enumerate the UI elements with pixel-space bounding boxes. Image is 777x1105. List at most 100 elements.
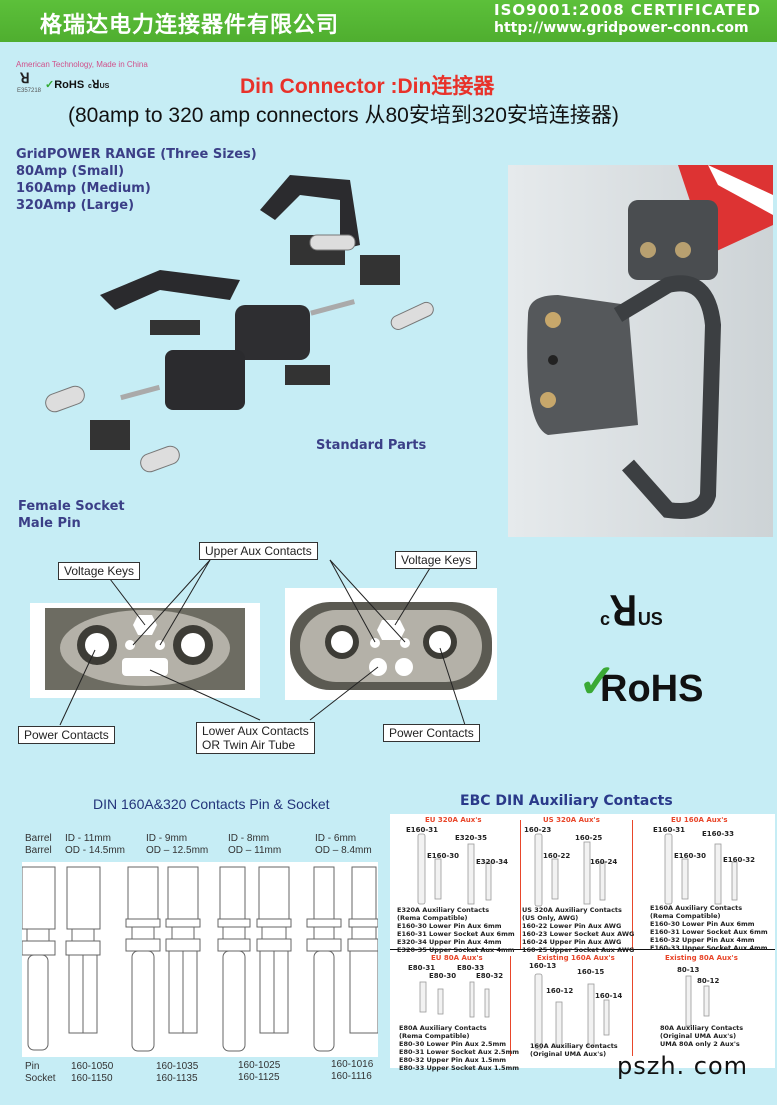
desc-line: 160-24 Upper Pin Aux AWG (522, 938, 622, 946)
aux-group-heading: EU 320A Aux's (425, 816, 482, 824)
divider (390, 949, 775, 950)
desc-line: UMA 80A only 2 Aux's (660, 1040, 740, 1048)
desc-line: E160-30 Lower Pin Aux 6mm (397, 922, 502, 930)
ebc-panel (390, 814, 775, 1068)
desc-line: E80-32 Upper Pin Aux 1.5mm (399, 1056, 507, 1064)
range-size: 160Amp (Medium) (16, 181, 151, 196)
us-text: US (637, 609, 663, 629)
part-number: E160-31 (653, 826, 686, 834)
barrel-label: Barrel (25, 833, 52, 844)
socket-label: Socket (25, 1073, 56, 1084)
watermark: pszh. com (617, 1052, 749, 1080)
desc-line: (Rema Compatible) (397, 914, 468, 922)
desc-line: E160-32 Upper Pin Aux 4mm (650, 936, 755, 944)
part-number: E80-30 (429, 972, 457, 980)
part-number: E160-30 (427, 852, 460, 860)
aux-group-heading: EU 160A Aux's (671, 816, 728, 824)
cus-small-logo: cꓤUS (88, 79, 110, 91)
desc-line: E160-33 Upper Socket Aux 4mm (650, 944, 768, 952)
barrel-label: Barrel (25, 845, 52, 856)
desc-line: E160-31 Lower Socket Aux 6mm (650, 928, 768, 936)
desc-line: E160-30 Lower Pin Aux 6mm (650, 920, 755, 928)
female-socket-label: Female Socket (18, 499, 125, 514)
part-number: 160-24 (590, 858, 618, 866)
voltage-keys-label: Voltage Keys (395, 551, 478, 569)
desc-line: E160A Auxiliary Contacts (650, 904, 743, 912)
c-text: c (88, 83, 92, 90)
pin-number: 160-1016 (331, 1059, 374, 1070)
page-title: Din Connector :Din连接器 (240, 75, 495, 98)
socket-number: 160-1135 (156, 1073, 198, 1084)
socket-diagrams (30, 559, 497, 726)
pin-number: 160-1025 (238, 1060, 281, 1071)
aux-group-heading: US 320A Aux's (543, 816, 600, 824)
rohs-logo: ✓RoHS (578, 655, 703, 711)
aux-description: 80A Auxiliary Contacts(Original UMA Aux'… (660, 1024, 743, 1048)
pin-number: 160-1035 (156, 1061, 199, 1072)
standard-parts-label: Standard Parts (316, 438, 427, 453)
desc-line: (Rema Compatible) (650, 912, 721, 920)
aux-description: E320A Auxiliary Contacts(Rema Compatible… (397, 906, 515, 954)
desc-line: US 320A Auxiliary Contacts (522, 906, 622, 914)
desc-line: E80-30 Lower Pin Aux 2.5mm (399, 1040, 507, 1048)
desc-line: E80-33 Upper Socket Aux 1.5mm (399, 1064, 520, 1072)
part-number: E80-33 (457, 964, 485, 972)
company-name: 格瑞达电力连接器件有限公司 (40, 13, 340, 38)
cus-logo-icon: cꓤUS (600, 590, 663, 634)
aux-description: E160A Auxiliary Contacts(Rema Compatible… (650, 904, 768, 952)
pin-number: 160-1050 (71, 1061, 114, 1072)
barrel-id: ID - 8mm (228, 833, 270, 844)
barrel-od: OD – 12.5mm (146, 845, 209, 856)
male-pin-label: Male Pin (18, 516, 81, 531)
us-text: US (99, 83, 110, 90)
lower-aux-line: OR Twin Air Tube (202, 738, 296, 752)
socket-number: 160-1150 (71, 1073, 113, 1084)
upper-aux-label: Upper Aux Contacts (199, 542, 318, 560)
part-number: 160-14 (595, 992, 623, 1000)
rohs-small-logo: ✓RoHS (45, 79, 85, 91)
barrel-id: ID - 9mm (146, 833, 188, 844)
part-number: E320-35 (455, 834, 488, 842)
aux-group-heading: EU 80A Aux's (431, 954, 483, 962)
part-number: 80-13 (677, 966, 700, 974)
barrel-od: OD - 14.5mm (65, 845, 126, 856)
aux-description: US 320A Auxiliary Contacts(US Only, AWG)… (522, 906, 634, 954)
page-subtitle: (80amp to 320 amp connectors 从80安培到320安培… (68, 104, 619, 127)
contacts-image (21, 862, 379, 1057)
website-url[interactable]: http://www.gridpower-conn.com (494, 20, 749, 36)
range-size: 80Amp (Small) (16, 164, 125, 179)
part-number: 160-25 (575, 834, 603, 842)
divider (632, 820, 633, 950)
aux-contacts-drawing (417, 833, 738, 1050)
desc-line: E80-31 Lower Socket Aux 2.5mm (399, 1048, 520, 1056)
c-text: c (600, 609, 611, 629)
part-number: 160-12 (546, 987, 574, 995)
divider (520, 820, 521, 950)
range-size: 320Amp (Large) (16, 198, 135, 213)
desc-line: 160A Auxiliary Contacts (530, 1042, 618, 1050)
desc-line: (Original UMA Aux's) (660, 1032, 737, 1040)
iso-certification: ISO9001:2008 CERTIFICATED (494, 1, 762, 19)
tagline: American Technology, Made in China (16, 60, 148, 69)
desc-line: E80A Auxiliary Contacts (399, 1024, 487, 1032)
part-number: 160-23 (524, 826, 552, 834)
pin-label: Pin (25, 1061, 40, 1072)
aux-group-heading: Existing 160A Aux's (537, 954, 615, 962)
desc-line: 160-22 Lower Pin Aux AWG (522, 922, 622, 930)
part-number: E80-31 (408, 964, 436, 972)
aux-description: E80A Auxiliary Contacts(Rema Compatible)… (399, 1024, 519, 1072)
part-number: 160-13 (529, 962, 557, 970)
connector-photo (508, 165, 773, 537)
range-heading: GridPOWER RANGE (Three Sizes) (16, 147, 257, 162)
desc-line: E160-31 Lower Socket Aux 6mm (397, 930, 515, 938)
desc-line: E320-34 Upper Pin Aux 4mm (397, 938, 502, 946)
header-banner (0, 0, 777, 42)
desc-line: 160-23 Lower Socket Aux AWG (522, 930, 635, 938)
part-number: E160-31 (406, 826, 439, 834)
desc-line: (US Only, AWG) (522, 914, 579, 922)
part-number: E160-32 (723, 856, 756, 864)
part-number: E80-32 (476, 972, 504, 980)
voltage-keys-label: Voltage Keys (58, 562, 141, 580)
rohs-text: RoHS (54, 79, 85, 91)
